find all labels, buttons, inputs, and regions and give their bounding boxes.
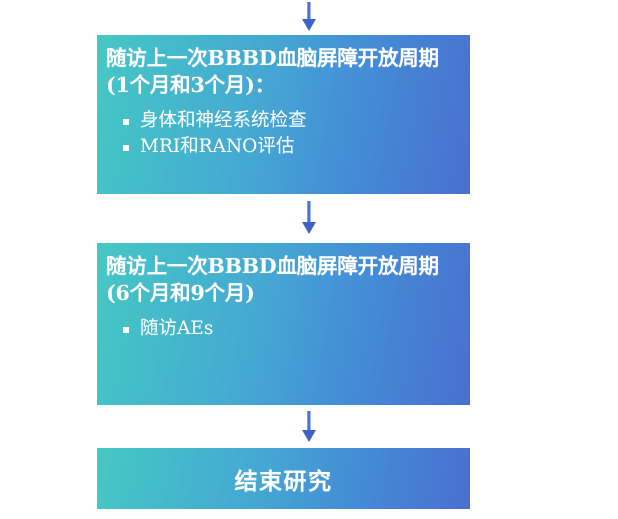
box-1-title-line-1: 随访上一次BBBD血脑屏障开放周期 <box>106 46 439 70</box>
box-followup-6-9-months: 随访上一次BBBD血脑屏障开放周期 (6个月和9个月) 随访AEs <box>97 243 470 405</box>
box-2-title: 随访上一次BBBD血脑屏障开放周期 (6个月和9个月) <box>97 253 470 307</box>
list-item: MRI和RANO评估 <box>123 134 470 160</box>
down-arrow-between-box-2-and-box-3 <box>0 411 618 443</box>
down-arrow-icon <box>302 2 316 31</box>
box-3-label: 结束研究 <box>234 467 333 495</box>
box-1-bullet-list: 身体和神经系统检查 MRI和RANO评估 <box>97 108 470 161</box>
box-followup-1-3-months: 随访上一次BBBD血脑屏障开放周期 (1个月和3个月)： 身体和神经系统检查 M… <box>97 35 470 194</box>
box-1-title: 随访上一次BBBD血脑屏障开放周期 (1个月和3个月)： <box>97 45 470 99</box>
down-arrow-icon <box>302 411 316 442</box>
box-2-title-line-2: (6个月和9个月) <box>106 281 255 306</box>
box-2-title-line-1: 随访上一次BBBD血脑屏障开放周期 <box>106 254 439 278</box>
box-1-title-line-2: (1个月和3个月)： <box>106 73 275 98</box>
list-item: 随访AEs <box>123 316 470 342</box>
down-arrow-icon <box>302 201 316 234</box>
down-arrow-between-box-1-and-box-2 <box>0 201 618 235</box>
box-end-of-study: 结束研究 <box>97 448 470 509</box>
list-item: 身体和神经系统检查 <box>123 108 470 134</box>
down-arrow-into-box-1 <box>0 2 618 32</box>
box-2-bullet-list: 随访AEs <box>97 316 470 342</box>
